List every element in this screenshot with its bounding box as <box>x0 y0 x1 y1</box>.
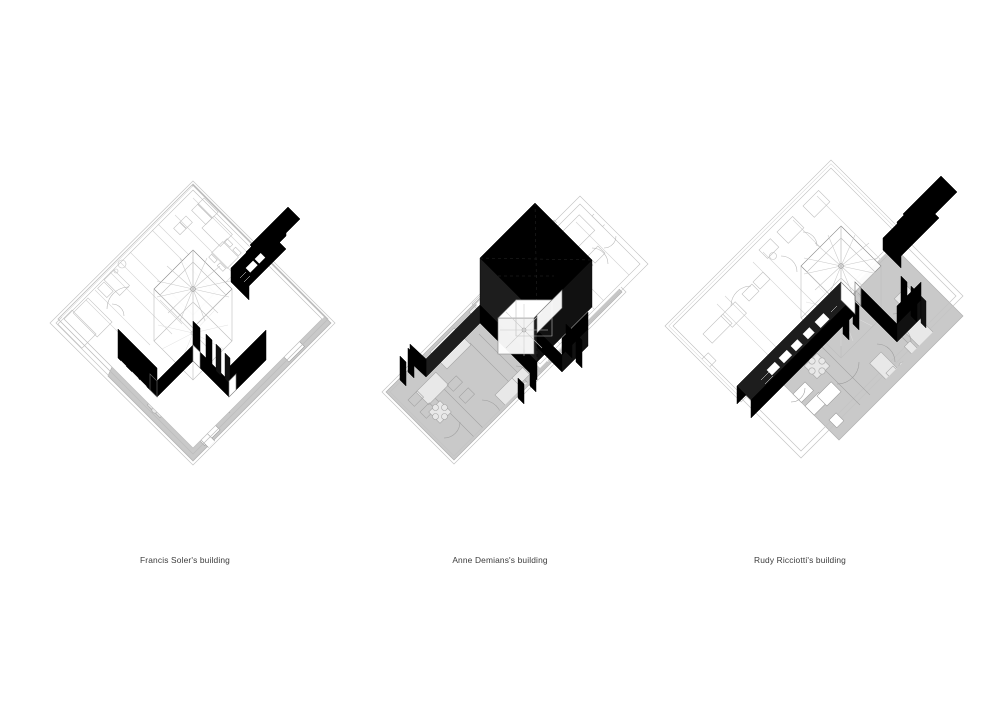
cut-walls-black-f1 <box>116 206 301 398</box>
figure-2-caption: Anne Demians's building <box>452 555 548 565</box>
lit-wall-faces-f2 <box>497 289 563 356</box>
figure-3-caption: Rudy Ricciotti's building <box>754 555 846 565</box>
cut-walls-black-f3 <box>736 175 958 419</box>
caption-row: Francis Soler's building Anne Demians's … <box>0 554 1000 574</box>
lit-wall-faces-f3 <box>840 281 862 315</box>
axonometric-figure-2 <box>330 0 690 530</box>
axonometric-figure-3 <box>645 0 1000 530</box>
figure-1-caption: Francis Soler's building <box>140 555 230 565</box>
axonometric-figure-1 <box>0 0 360 530</box>
lit-wall-faces-f1 <box>149 344 237 398</box>
